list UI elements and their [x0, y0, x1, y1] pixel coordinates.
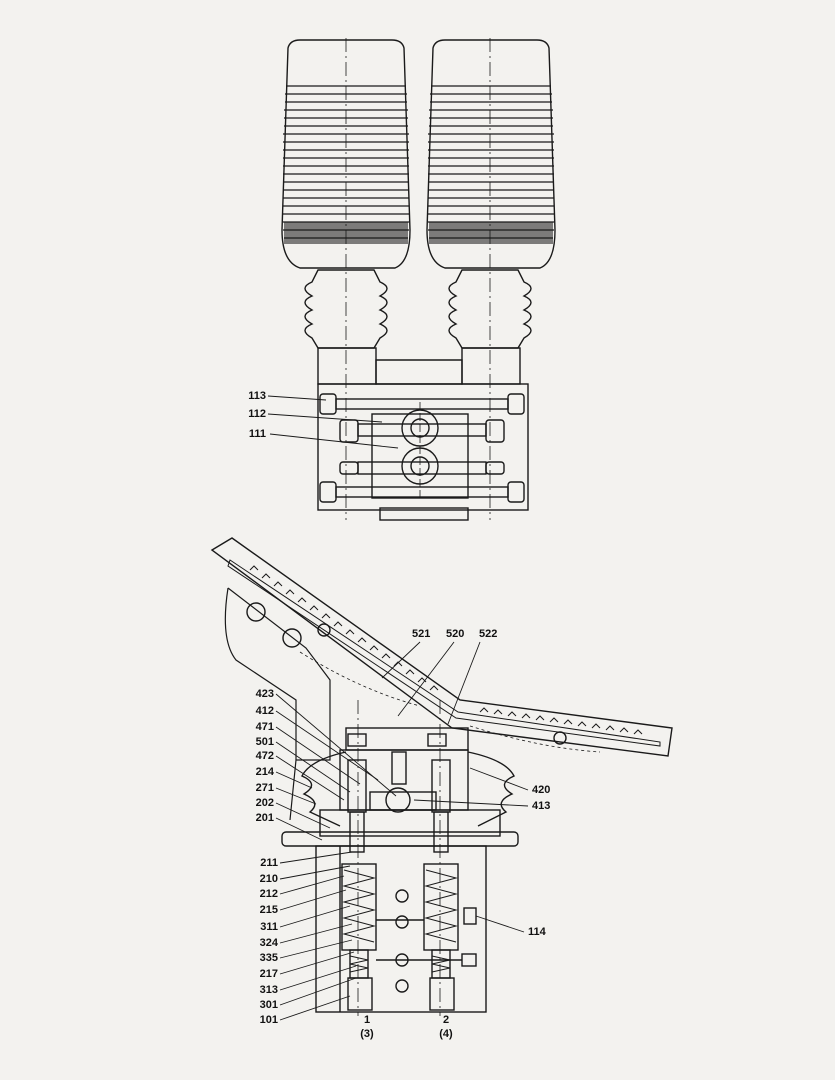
callout-521: 521	[412, 628, 431, 640]
callout-471: 471	[255, 721, 274, 733]
right-pedal-pad	[426, 39, 556, 269]
callout-271: 271	[255, 782, 274, 794]
callout-501: 501	[255, 736, 274, 748]
callout-413: 413	[532, 800, 551, 812]
callout-210: 210	[259, 873, 278, 885]
callout-313: 313	[259, 984, 278, 996]
callout-335: 335	[259, 952, 278, 964]
leader-lines-side-left	[275, 693, 397, 1021]
callout-301: 301	[259, 999, 278, 1011]
callout-217: 217	[259, 968, 278, 980]
leader-lines-top	[267, 395, 399, 449]
port-1-number: 1	[363, 1014, 371, 1026]
port-2-number: 2	[442, 1014, 450, 1026]
port-1-alt: (3)	[360, 1028, 374, 1040]
callout-324: 324	[259, 937, 278, 949]
callout-212: 212	[259, 888, 278, 900]
callout-420: 420	[532, 784, 551, 796]
callout-522: 522	[479, 628, 498, 640]
centerlines-side	[357, 700, 441, 1016]
callout-423: 423	[255, 688, 274, 700]
valve-body-side-view	[281, 727, 519, 1013]
callout-215: 215	[259, 904, 278, 916]
callout-472: 472	[255, 750, 274, 762]
valve-body-top-view	[317, 359, 529, 521]
callout-214: 214	[255, 766, 274, 778]
callout-101: 101	[259, 1014, 278, 1026]
callout-201: 201	[255, 812, 274, 824]
callout-112: 112	[248, 408, 266, 420]
callout-111: 111	[248, 428, 266, 440]
pedal-plate-side	[210, 537, 673, 821]
callout-113: 113	[248, 390, 266, 402]
leader-lines-side-right	[381, 641, 529, 933]
port-2-alt: (4)	[439, 1028, 453, 1040]
centerlines-top	[345, 38, 491, 520]
callout-520: 520	[446, 628, 465, 640]
callout-211: 211	[260, 857, 278, 869]
callout-202: 202	[255, 797, 274, 809]
callout-114: 114	[528, 926, 546, 938]
callout-412: 412	[255, 705, 274, 717]
callout-311: 311	[260, 921, 278, 933]
